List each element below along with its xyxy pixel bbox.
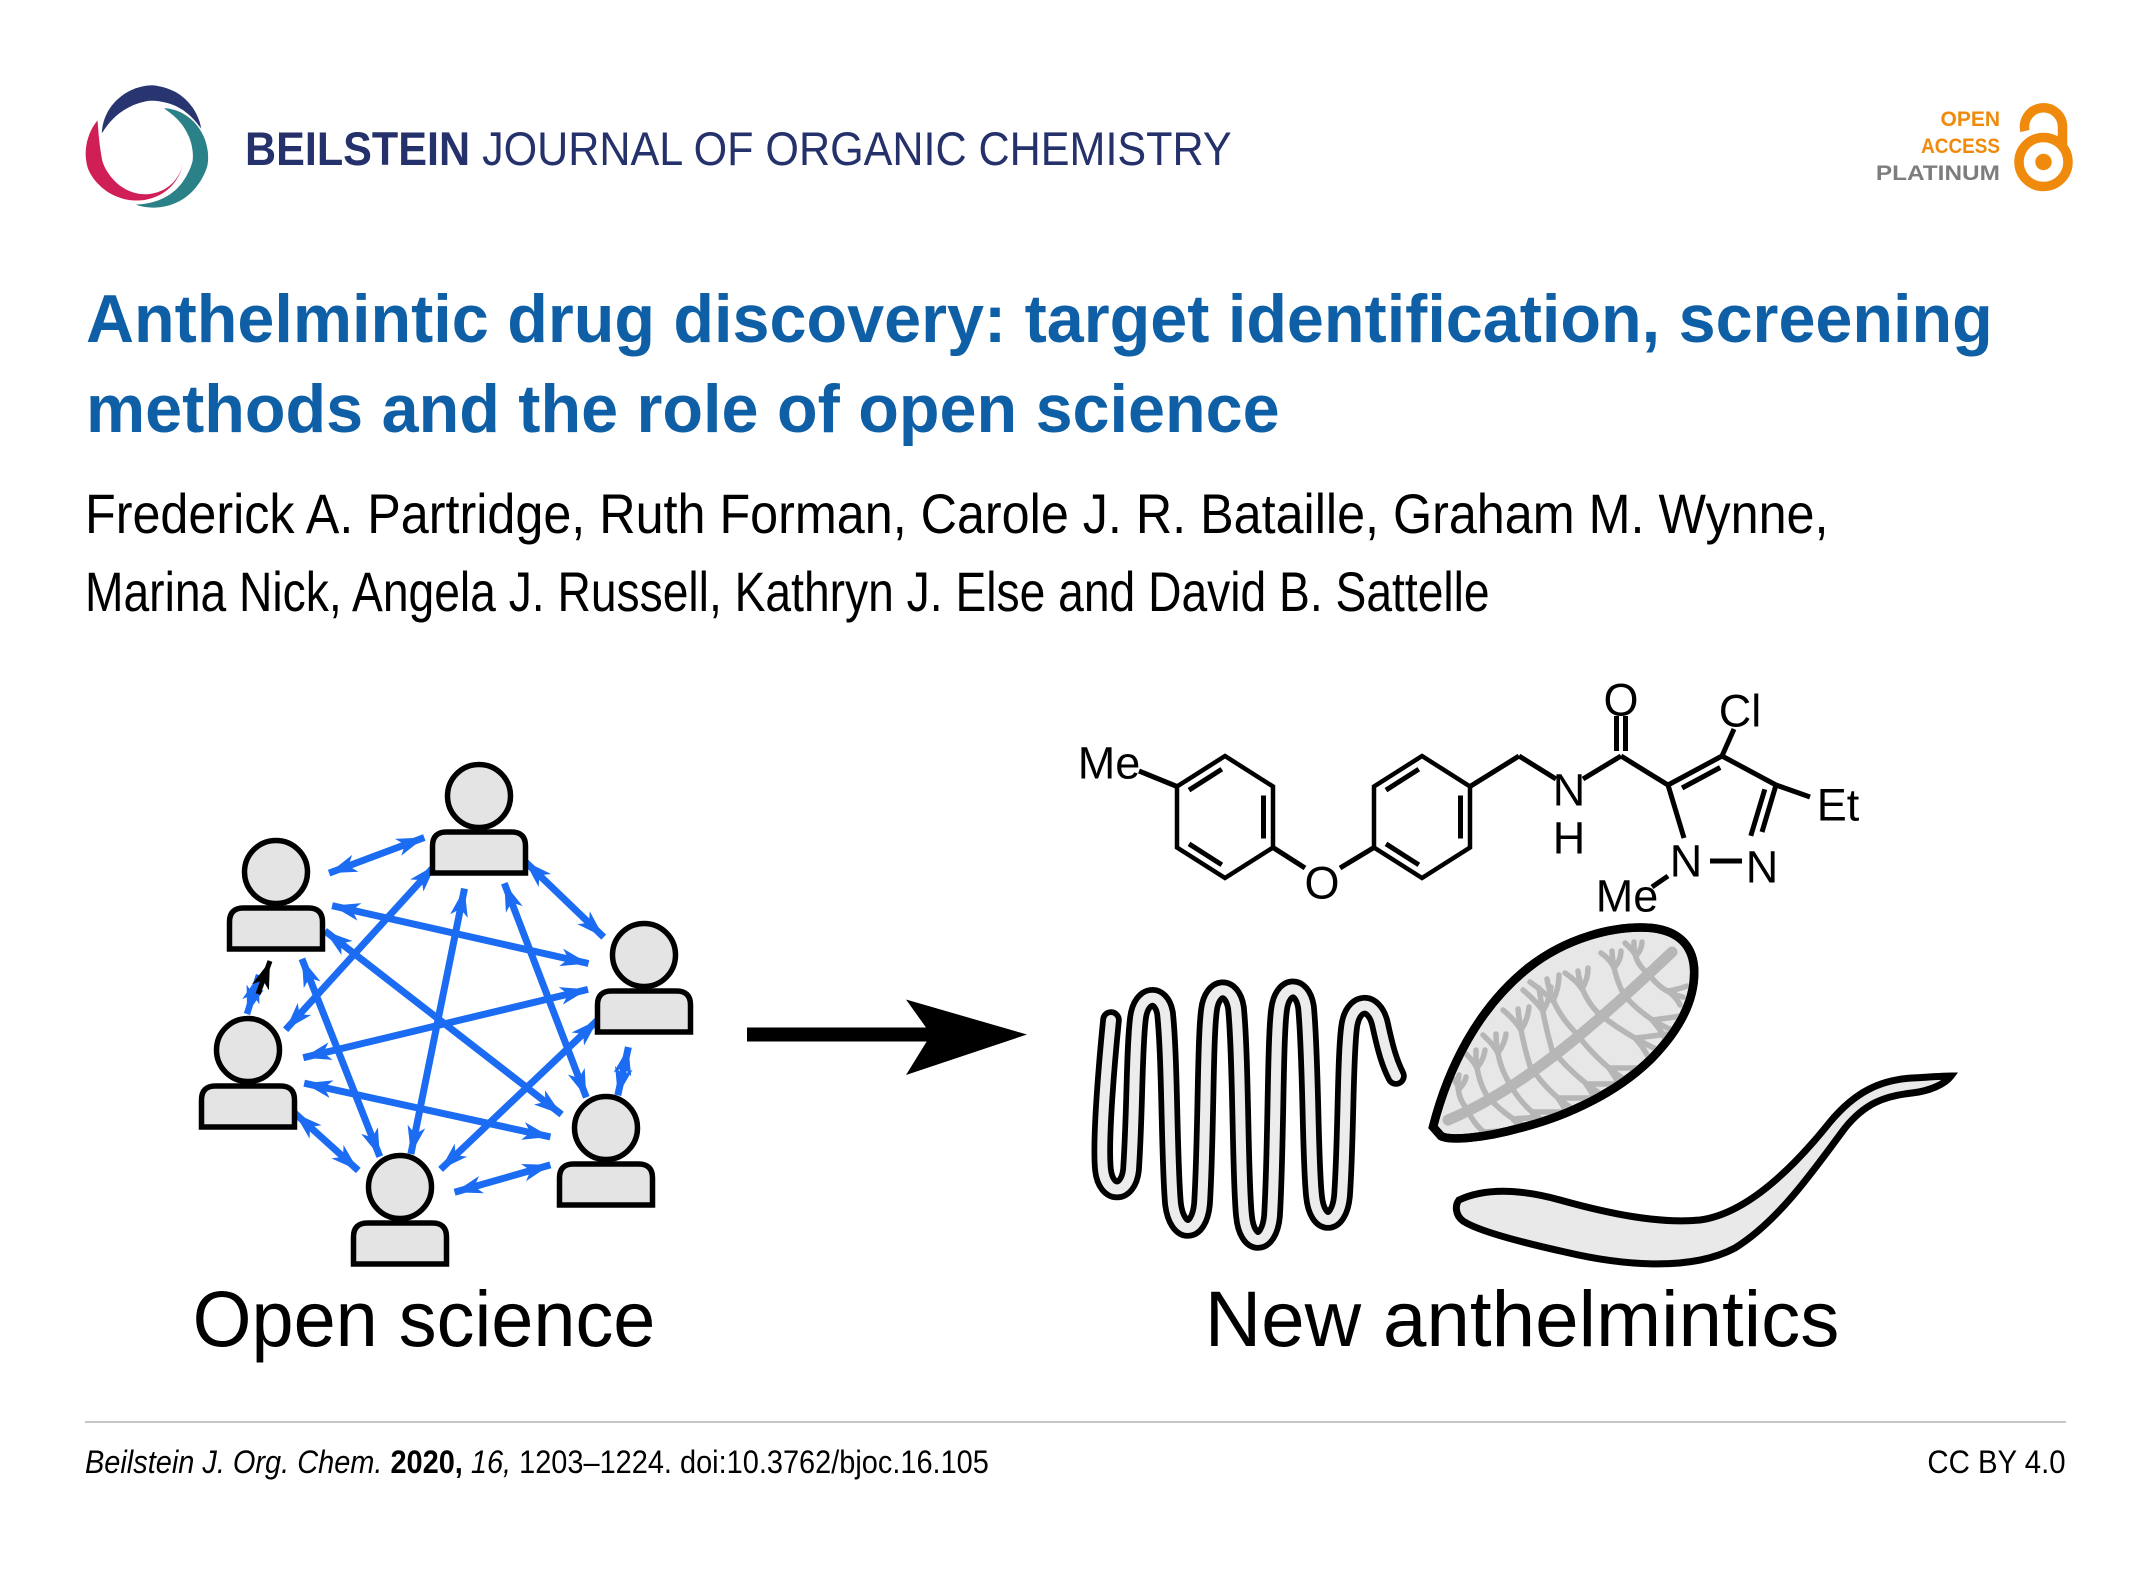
svg-text:O: O	[1304, 858, 1339, 909]
svg-text:N: N	[1670, 836, 1703, 887]
svg-text:N: N	[1746, 842, 1779, 893]
svg-text:N: N	[1553, 765, 1586, 816]
svg-text:O: O	[1603, 675, 1638, 726]
svg-text:H: H	[1553, 813, 1586, 864]
svg-text:Cl: Cl	[1719, 686, 1762, 737]
svg-text:Me: Me	[1078, 738, 1141, 789]
svg-text:Et: Et	[1817, 780, 1860, 831]
svg-text:Me: Me	[1596, 871, 1659, 922]
